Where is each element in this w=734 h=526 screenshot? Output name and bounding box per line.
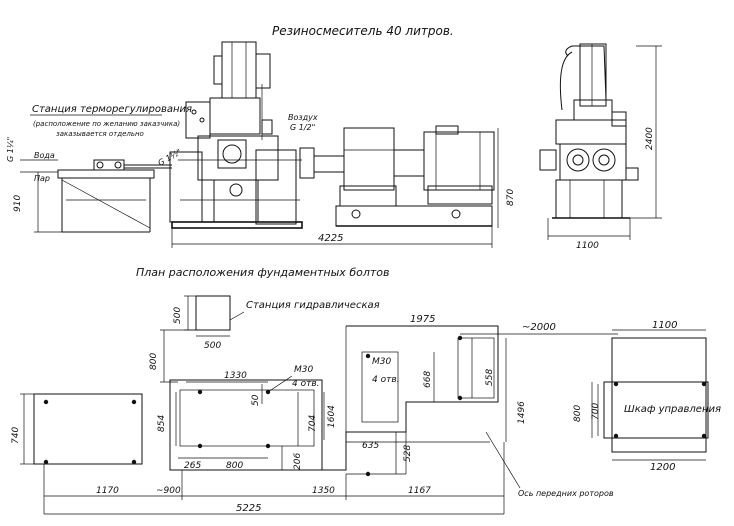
mixer-foundation bbox=[169, 379, 323, 471]
bolt-mixer-size: M30 bbox=[294, 365, 313, 375]
bolt-mixer-4 bbox=[265, 443, 271, 449]
dim-1100-front: 1100 bbox=[576, 241, 599, 251]
water-label: Вода bbox=[34, 151, 55, 160]
air-size-label: G 1/2" bbox=[290, 123, 315, 132]
bolt-thermo-3 bbox=[43, 459, 49, 465]
thermo-station-table bbox=[57, 159, 172, 233]
bolt-drive-count: 4 отв. bbox=[372, 375, 400, 385]
dim-1100-cabinet: 1100 bbox=[652, 320, 677, 331]
steam-label: Пар bbox=[34, 174, 50, 183]
dim-870: 870 bbox=[506, 189, 516, 206]
air-label: Воздух bbox=[288, 113, 318, 122]
control-cabinet bbox=[603, 381, 709, 439]
dim-800-bolts: 800 bbox=[226, 461, 243, 471]
rotor-axis-line bbox=[485, 431, 521, 489]
bolt-cabinet-2 bbox=[701, 381, 707, 387]
dim-2400: 2400 bbox=[645, 127, 655, 150]
bolt-mixer-count: 4 отв. bbox=[292, 379, 320, 389]
dim-206: 206 bbox=[293, 453, 303, 470]
dim-500-vertical: 500 bbox=[173, 307, 183, 324]
bolt-drive-size: M30 bbox=[372, 357, 391, 367]
dim-800-cabinet: 800 bbox=[573, 405, 583, 422]
dim-635: 635 bbox=[362, 441, 379, 451]
dim-528: 528 bbox=[403, 445, 413, 462]
bolt-cabinet-3 bbox=[613, 433, 619, 439]
dim-1496: 1496 bbox=[517, 401, 527, 424]
drive-foundation bbox=[322, 325, 499, 471]
dim-500-horizontal: 500 bbox=[204, 341, 221, 351]
bolt-drive-3 bbox=[457, 335, 463, 341]
dim-854: 854 bbox=[157, 415, 167, 432]
control-cabinet-label: Шкаф управления bbox=[624, 404, 721, 415]
drawing-title: Резиносмеситель 40 литров. bbox=[272, 24, 454, 38]
thermo-station-title: Станция терморегулирования bbox=[32, 104, 192, 115]
dim-700-cabinet: 700 bbox=[591, 403, 601, 420]
drive-side-view bbox=[299, 125, 495, 227]
dim-1170: 1170 bbox=[96, 486, 119, 496]
dim-1975: 1975 bbox=[410, 314, 435, 325]
thermo-station-note-2: заказывается отдельно bbox=[56, 130, 144, 138]
dim-1200-cabinet: 1200 bbox=[650, 462, 675, 473]
dim-668: 668 bbox=[423, 371, 433, 388]
bolt-mixer-1 bbox=[197, 389, 203, 395]
bolt-cabinet-1 bbox=[613, 381, 619, 387]
pipe-left-label: G 1¼" bbox=[6, 137, 15, 162]
dim-1350: 1350 bbox=[312, 486, 335, 496]
dim-50: 50 bbox=[251, 394, 261, 406]
thermo-station-note-1: (расположение по желанию заказчика) bbox=[33, 120, 180, 128]
dim-558: 558 bbox=[485, 369, 495, 386]
bolt-thermo-2 bbox=[131, 399, 137, 405]
bolt-drive-1 bbox=[365, 353, 371, 359]
bolt-mixer-3 bbox=[197, 443, 203, 449]
dim-2000: ~2000 bbox=[522, 322, 556, 333]
bolt-thermo-1 bbox=[43, 399, 49, 405]
dim-910: 910 bbox=[13, 195, 23, 212]
plan-title: План расположения фундаментных болтов bbox=[136, 266, 389, 279]
thermo-station-plan bbox=[33, 393, 143, 465]
hydraulic-station-label: Станция гидравлическая bbox=[246, 300, 380, 311]
dim-1167: 1167 bbox=[408, 486, 431, 496]
dim-265: 265 bbox=[184, 461, 201, 471]
dim-800-hydraulic: 800 bbox=[149, 353, 159, 370]
dim-4225: 4225 bbox=[318, 233, 343, 244]
control-cabinet-outer bbox=[611, 337, 707, 453]
dim-1330: 1330 bbox=[224, 371, 247, 381]
hydraulic-station-box bbox=[195, 295, 231, 331]
rotor-axis-label: Ось передних роторов bbox=[518, 489, 614, 498]
bolt-thermo-4 bbox=[131, 459, 137, 465]
dim-740: 740 bbox=[11, 427, 21, 444]
dim-5225: 5225 bbox=[236, 503, 261, 514]
bolt-cabinet-4 bbox=[701, 433, 707, 439]
dim-1604: 1604 bbox=[327, 405, 337, 428]
bolt-drive-4 bbox=[457, 395, 463, 401]
mixer-side-view bbox=[169, 41, 303, 229]
dim-900: ~900 bbox=[156, 486, 181, 496]
mixer-front-view bbox=[539, 43, 639, 219]
dim-704: 704 bbox=[308, 415, 318, 432]
